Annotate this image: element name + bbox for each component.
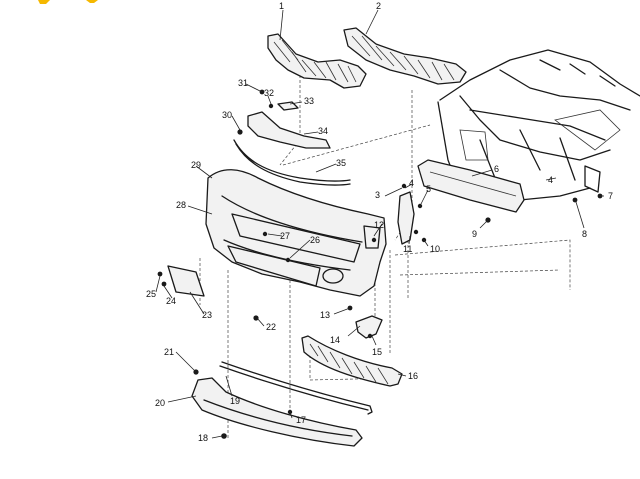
- callout-11: 11: [403, 244, 412, 254]
- part-34-upper-support: [247, 111, 331, 149]
- callout-12: 12: [374, 220, 384, 230]
- part-1-upper-bracket: [267, 33, 367, 89]
- callout-23: 23: [202, 310, 212, 320]
- callout-21: 21: [164, 347, 174, 357]
- callout-27: 27: [280, 231, 290, 241]
- corner-accent-mark: [38, 0, 98, 4]
- callout-35: 35: [336, 158, 346, 168]
- callout-20: 20: [155, 398, 165, 408]
- callout-29: 29: [191, 160, 201, 170]
- callout-34: 34: [318, 126, 328, 136]
- callout-26: 26: [310, 235, 320, 245]
- part-29-bumper-fascia: [205, 169, 387, 297]
- part-2-energy-absorber: [343, 27, 467, 85]
- callout-25: 25: [146, 289, 156, 299]
- callout-4a: 4: [409, 178, 414, 188]
- callout-15: 15: [372, 347, 382, 357]
- part-23-license-bracket: [167, 265, 205, 297]
- callout-19: 19: [230, 396, 240, 406]
- callout-9: 9: [472, 229, 477, 239]
- part-35-upper-molding: [233, 139, 351, 186]
- part-19-lower-molding: [219, 361, 373, 415]
- callout-labels: 1 2 3 4 4 5 6 7 8 9 10 11 12 13 14 15 16…: [146, 1, 613, 443]
- callout-33: 33: [304, 96, 314, 106]
- callout-30: 30: [222, 110, 232, 120]
- callout-8: 8: [582, 229, 587, 239]
- leader-lines: [155, 9, 604, 439]
- part-6-impact-bar: [417, 159, 525, 213]
- callout-32: 32: [264, 88, 274, 98]
- part-11-side-bracket: [397, 191, 415, 245]
- part-16-lower-grille: [301, 335, 403, 387]
- callout-1: 1: [279, 1, 284, 11]
- callout-3: 3: [375, 190, 380, 200]
- part-20-air-deflector: [191, 377, 363, 447]
- callout-24: 24: [166, 296, 176, 306]
- callout-17: 17: [296, 415, 306, 425]
- callout-13: 13: [320, 310, 330, 320]
- callout-28: 28: [176, 200, 186, 210]
- part-33-clip: [277, 101, 299, 111]
- callout-18: 18: [198, 433, 208, 443]
- callout-14: 14: [330, 335, 340, 345]
- callout-7: 7: [608, 191, 613, 201]
- callout-10: 10: [430, 244, 440, 254]
- callout-22: 22: [266, 322, 276, 332]
- callout-4b: 4: [548, 175, 553, 185]
- callout-6: 6: [494, 164, 499, 174]
- fasteners: [157, 89, 603, 439]
- part-14-lamp-bracket: [355, 315, 383, 339]
- callout-31: 31: [238, 78, 248, 88]
- callout-2: 2: [376, 1, 381, 11]
- callout-16: 16: [408, 371, 418, 381]
- callout-5: 5: [426, 184, 431, 194]
